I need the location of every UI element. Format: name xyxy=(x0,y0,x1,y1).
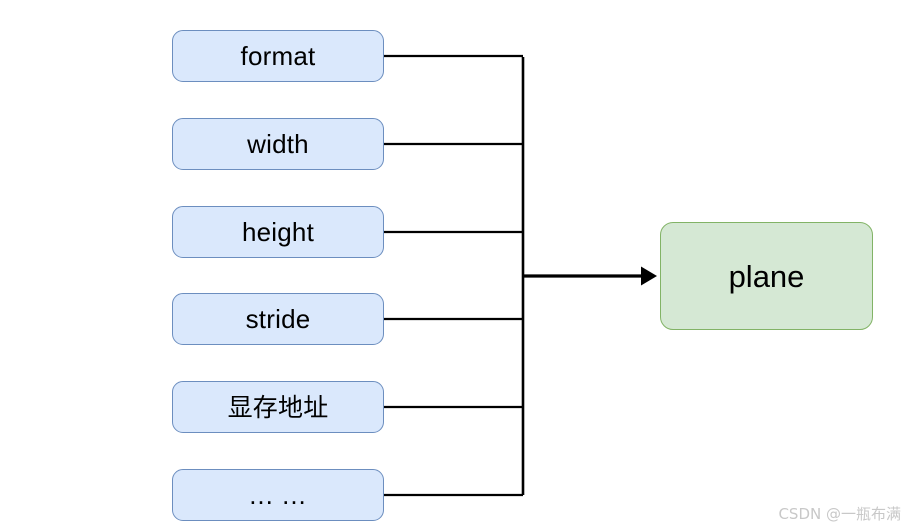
attribute-box-format[interactable]: format xyxy=(172,30,384,82)
arrow-to-plane xyxy=(523,266,657,286)
attribute-box-width[interactable]: width xyxy=(172,118,384,170)
attribute-label: stride xyxy=(245,304,311,334)
attribute-label: 显存地址 xyxy=(227,392,329,422)
target-node-plane[interactable]: plane xyxy=(660,222,873,330)
attribute-box-ellipsis[interactable]: ... ... xyxy=(172,469,384,521)
attribute-label: ... ... xyxy=(249,480,307,510)
attribute-box-video-memory-address[interactable]: 显存地址 xyxy=(172,381,384,433)
attribute-box-height[interactable]: height xyxy=(172,206,384,258)
attribute-box-stride[interactable]: stride xyxy=(172,293,384,345)
attribute-label: height xyxy=(241,217,315,247)
watermark-text: CSDN @一瓶布满 xyxy=(778,505,901,523)
attribute-label: format xyxy=(240,41,316,71)
attribute-label: width xyxy=(247,129,309,159)
target-node-label: plane xyxy=(728,258,805,294)
